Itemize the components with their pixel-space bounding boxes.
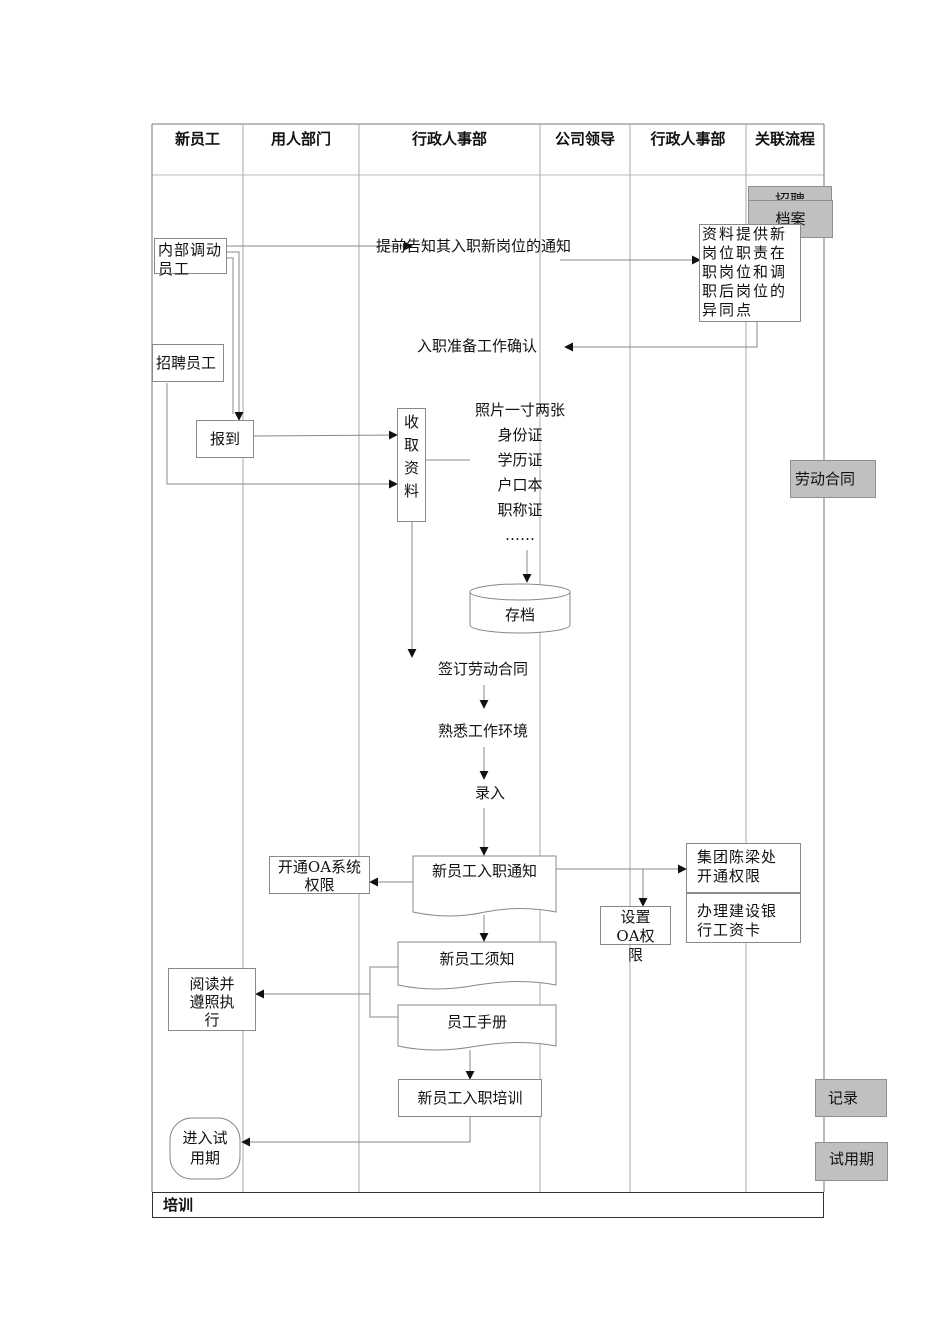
doc-item: 学历证 bbox=[497, 451, 543, 469]
collect-box: 收取资料 bbox=[397, 408, 426, 522]
archive-cylinder-shape bbox=[469, 583, 571, 634]
document-shapes bbox=[397, 855, 557, 1051]
sign-contract-text: 签订劳动合同 bbox=[438, 660, 529, 678]
docs-list: 照片一寸两张 身份证 学历证 户口本 职称证 …… bbox=[470, 398, 570, 548]
bank-card-box: 办理建设银行工资卡 bbox=[686, 893, 801, 943]
related-probation: 试用期 bbox=[815, 1142, 888, 1181]
provide-info-box: 资料提供新岗位职责在职岗位和调职后岗位的异同点 bbox=[699, 224, 801, 322]
doc-item: 身份证 bbox=[497, 426, 543, 444]
report-box: 报到 bbox=[196, 420, 254, 458]
swimlane-frame bbox=[151, 123, 825, 1192]
training-box: 新员工入职培训 bbox=[398, 1079, 542, 1117]
enter-text: 录入 bbox=[475, 784, 506, 802]
read-follow-box: 阅读并遵照执行 bbox=[168, 968, 256, 1031]
enter-probation-text: 进入试用期 bbox=[182, 1129, 228, 1167]
internal-transfer-box: 内部调动员工 bbox=[154, 238, 227, 278]
footer-training-bar: 培训 bbox=[152, 1192, 824, 1218]
familiarize-text: 熟悉工作环境 bbox=[438, 722, 529, 740]
related-contract: 劳动合同 bbox=[790, 460, 876, 498]
archive-store-label: 存档 bbox=[504, 606, 535, 624]
lane-header-new-employee: 新员工 bbox=[174, 130, 220, 148]
confirm-prep-text: 入职准备工作确认 bbox=[417, 337, 538, 355]
open-oa-box: 开通OA系统权限 bbox=[269, 856, 370, 894]
lane-header-leadership: 公司领导 bbox=[554, 130, 615, 148]
related-record: 记录 bbox=[815, 1079, 887, 1117]
doc-item: 照片一寸两张 bbox=[474, 401, 565, 419]
lane-header-dept: 用人部门 bbox=[270, 130, 331, 148]
new-rules-text: 新员工须知 bbox=[439, 950, 515, 968]
doc-item: …… bbox=[505, 526, 535, 544]
lane-header-hr-1: 行政人事部 bbox=[411, 130, 487, 148]
set-oa-box: 设置OA权限 bbox=[600, 906, 671, 964]
probation-terminal bbox=[169, 1117, 241, 1180]
lane-header-related: 关联流程 bbox=[754, 130, 815, 148]
group-chen-box: 集团陈梁处开通权限 bbox=[686, 843, 801, 893]
doc-item: 户口本 bbox=[497, 476, 543, 494]
doc-item: 职称证 bbox=[497, 501, 543, 519]
new-notice-text: 新员工入职通知 bbox=[431, 862, 537, 880]
notify-transfer-text: 提前告知其入职新岗位的通知 bbox=[376, 237, 572, 255]
recruit-staff-box: 招聘员工 bbox=[152, 344, 224, 382]
handbook-text: 员工手册 bbox=[446, 1013, 507, 1031]
lane-header-hr-2: 行政人事部 bbox=[650, 130, 726, 148]
